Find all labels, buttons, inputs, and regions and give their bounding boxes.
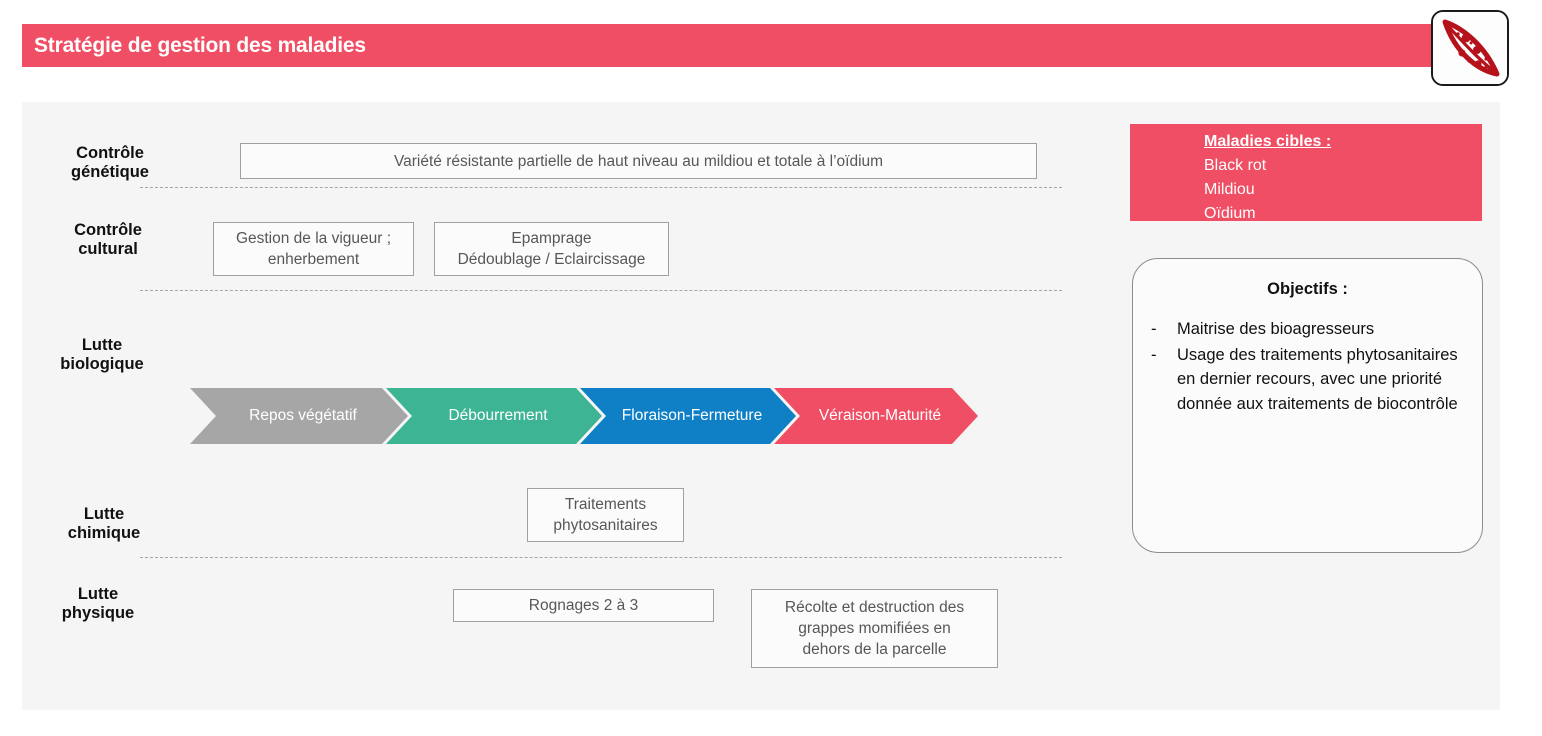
stage-chevron-repos-vegetatif[interactable]: Repos végétatif [190,388,408,444]
objectives-title: Objectifs : [1267,280,1348,298]
objectives-list: - Maitrise des bioagresseurs - Usage des… [1133,317,1482,416]
box-text-line-2: enherbement [267,251,360,268]
box-text-line-2: phytosanitaires [553,517,658,534]
box-text-line-1: Epamprage [511,230,592,247]
objective-item: - Maitrise des bioagresseurs [1151,317,1466,342]
row-label-lutte-biologique: Lutte biologique [22,336,182,374]
row-label-line-1: Contrôle [76,144,144,162]
separator-1 [140,187,1062,188]
box-gestion-vigueur[interactable]: Gestion de la vigueur ; enherbement [213,222,414,276]
row-label-line-2: physique [61,604,135,622]
bullet-dash-icon: - [1151,345,1157,364]
target-diseases-panel: Maladies cibles : Black rot Mildiou Oïdi… [1130,124,1482,222]
row-label-lutte-physique: Lutte physique [18,585,178,623]
box-text-line-1: Gestion de la vigueur ; [235,230,392,247]
stage-chevron-floraison-fermeture[interactable]: Floraison-Fermeture [580,388,796,444]
stage-label: Floraison-Fermeture [621,407,763,424]
row-label-line-1: Lutte [83,505,125,523]
objectives-panel: Objectifs : - Maitrise des bioagresseurs… [1132,258,1483,553]
box-variete-resistante[interactable]: Variété résistante partielle de haut niv… [240,143,1037,179]
objective-item: - Usage des traitements phytosanitaires … [1151,343,1466,417]
stage-label: Débourrement [448,407,548,424]
target-disease-item: Mildiou [1204,181,1255,198]
row-label-line-2: génétique [71,163,149,181]
bullet-dash-icon: - [1151,320,1157,338]
box-rognages[interactable]: Rognages 2 à 3 [453,589,714,622]
title-bar: Stratégie de gestion des maladies [22,24,1500,67]
separator-2 [140,290,1062,291]
row-label-lutte-chimique: Lutte chimique [24,505,184,543]
grape-leaf-logo [1431,10,1509,86]
row-label-line-1: Lutte [81,336,123,354]
box-text-line-3: dehors de la parcelle [802,641,947,658]
row-label-line-2: cultural [78,240,138,258]
box-text-line-2: grappes momifiées en [798,620,951,637]
objective-item-text: Usage des traitements phytosanitaires en… [1177,345,1458,413]
stage-label: Repos végétatif [249,407,357,424]
page-title: Stratégie de gestion des maladies [34,33,366,57]
row-label-line-1: Contrôle [74,221,142,239]
box-recolte-destruction[interactable]: Récolte et destruction des grappes momif… [751,589,998,668]
box-text-line-1: Récolte et destruction des [784,599,965,616]
box-text-line-1: Traitements [564,496,647,513]
box-epamprage[interactable]: Epamprage Dédoublage / Eclaircissage [434,222,669,276]
row-label-controle-cultural: Contrôle cultural [28,221,188,259]
target-diseases-title: Maladies cibles : [1204,133,1332,150]
target-disease-item: Black rot [1204,157,1267,174]
row-label-line-1: Lutte [77,585,119,603]
box-text-line-2: Dédoublage / Eclaircissage [457,251,646,268]
row-label-controle-genetique: Contrôle génétique [30,144,190,182]
stage-label: Véraison-Maturité [818,407,942,424]
separator-3 [140,557,1062,558]
row-label-line-2: biologique [60,355,144,373]
row-label-line-2: chimique [67,524,141,542]
box-traitements-phytosanitaires[interactable]: Traitements phytosanitaires [527,488,684,542]
stage-chevron-veraison-maturite[interactable]: Véraison-Maturité [774,388,978,444]
stage-chevron-debourrement[interactable]: Débourrement [386,388,602,444]
objective-item-text: Maitrise des bioagresseurs [1177,320,1375,338]
target-disease-item: Oïdium [1204,205,1256,222]
